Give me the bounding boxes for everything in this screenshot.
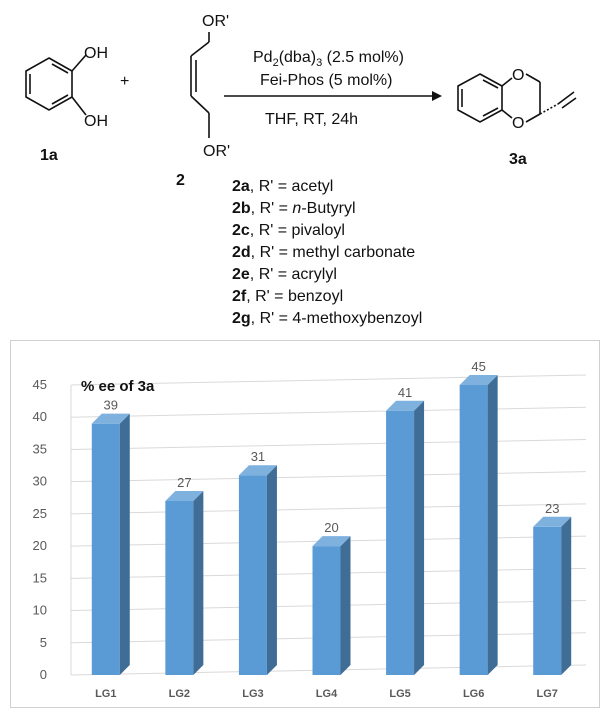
bar-side-lg7 [561, 516, 572, 675]
catalyst-text: Pd2(dba)3 (2.5 mol%) [253, 49, 404, 69]
bar-side-lg6 [487, 375, 498, 675]
x-tick-label-lg7: LG7 [537, 688, 558, 700]
bar-side-lg3 [266, 465, 277, 675]
conditions-text: THF, RT, 24h [265, 111, 358, 128]
bar-top-lg5 [386, 400, 425, 411]
gridline-25 [70, 503, 587, 515]
butene-diester-skeleton [190, 32, 210, 138]
variant-2d: 2d, R' = methyl carbonate [232, 244, 415, 261]
variant-2f: 2f, R' = benzoyl [232, 288, 343, 305]
catechol-oh-bottom: OH [84, 113, 108, 130]
y-tick-label-40: 40 [33, 409, 47, 424]
y-tick-label-15: 15 [33, 570, 47, 585]
bar-lg3 [238, 475, 267, 675]
compound-label-3a: 3a [509, 151, 527, 168]
bar-lg2 [165, 501, 194, 675]
y-tick-label-0: 0 [40, 667, 47, 682]
bar-lg6 [459, 385, 488, 675]
diester-or-top: OR' [202, 13, 229, 30]
y-tick-label-35: 35 [33, 441, 47, 456]
y-tick-label-45: 45 [33, 377, 47, 392]
bar-lg5 [386, 410, 415, 675]
chart-title: % ee of 3a [81, 378, 155, 395]
gridline-40 [70, 406, 587, 418]
compound-label-1a: 1a [40, 147, 58, 164]
data-label-lg2: 27 [177, 475, 191, 490]
product-o-bottom: O [512, 115, 524, 132]
catechol-ring [25, 57, 73, 111]
bar-side-lg4 [340, 536, 351, 675]
bar-top-lg6 [459, 375, 498, 385]
bar-top-lg1 [91, 413, 130, 424]
bar-lg1 [91, 423, 120, 675]
bar-lg4 [312, 546, 341, 675]
x-tick-label-lg6: LG6 [463, 688, 484, 700]
ligand-text: Fei-Phos (5 mol%) [260, 72, 392, 89]
diester-or-bottom: OR' [203, 143, 230, 160]
y-tick-label-5: 5 [40, 635, 47, 650]
x-tick-label-lg5: LG5 [389, 688, 410, 700]
gridline-35 [70, 438, 587, 450]
y-tick-label-30: 30 [33, 474, 47, 489]
data-label-lg7: 23 [545, 501, 559, 516]
bar-top-lg4 [312, 536, 351, 547]
variant-2e: 2e, R' = acrylyl [232, 266, 337, 283]
y-tick-label-10: 10 [33, 603, 47, 618]
variant-list: 2a, R' = acetyl 2b, R' = n-Butyryl 2c, R… [232, 178, 422, 327]
data-label-lg5: 41 [398, 385, 412, 400]
gridline-45 [70, 374, 587, 386]
data-label-lg6: 45 [471, 359, 485, 374]
bar-side-lg2 [193, 491, 204, 675]
bar-top-lg3 [238, 465, 277, 476]
data-label-lg1: 39 [104, 398, 118, 413]
y-tick-label-20: 20 [33, 538, 47, 553]
data-label-lg3: 31 [251, 449, 265, 464]
variant-2b: 2b, R' = n-Butyryl [232, 200, 356, 217]
bar-top-lg2 [165, 491, 204, 501]
catechol-oh-top: OH [84, 45, 108, 62]
bar-top-lg7 [533, 516, 572, 527]
reaction-scheme: OH OH 1a + OR' OR' 2 Pd2(dba)3 (2.5 mol%… [25, 13, 577, 327]
variant-2g: 2g, R' = 4-methoxybenzoyl [232, 310, 422, 327]
x-tick-label-lg1: LG1 [95, 688, 116, 700]
bar-side-lg5 [414, 400, 425, 675]
plus-sign: + [120, 73, 129, 90]
product-benzo-ring [457, 73, 503, 123]
compound-label-2: 2 [176, 172, 185, 189]
bar-lg7 [533, 526, 562, 675]
bar-side-lg1 [119, 413, 130, 675]
x-tick-label-lg3: LG3 [242, 688, 263, 700]
product-o-top: O [512, 67, 524, 84]
gridline-30 [70, 471, 587, 483]
x-tick-label-lg2: LG2 [169, 688, 190, 700]
variant-2c: 2c, R' = pivaloyl [232, 222, 345, 239]
x-tick-label-lg4: LG4 [316, 688, 338, 700]
y-tick-label-25: 25 [33, 506, 47, 521]
variant-2a: 2a, R' = acetyl [232, 178, 333, 195]
data-label-lg4: 20 [324, 520, 338, 535]
